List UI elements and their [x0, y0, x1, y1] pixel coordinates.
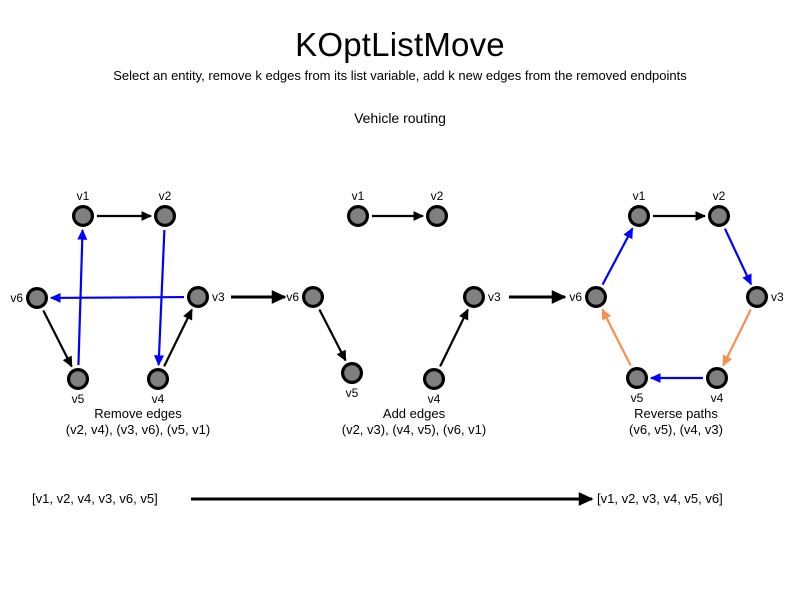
node-label-remove-v3: v3 [212, 290, 225, 304]
edge-add-v4-v3 [439, 308, 469, 367]
node-add-v6[interactable] [302, 286, 325, 309]
edge-remove-v3-v6 [49, 292, 185, 303]
node-add-v3[interactable] [463, 286, 486, 309]
node-reverse-v2[interactable] [707, 205, 730, 228]
node-add-v1[interactable] [347, 205, 370, 228]
node-reverse-v1[interactable] [627, 205, 650, 228]
panel-caption-add: Add edges (v2, v3), (v4, v5), (v6, v1) [276, 406, 552, 438]
edge-remove-v5-v1 [77, 228, 88, 366]
panel-caption-remove: Remove edges (v2, v4), (v3, v6), (v5, v1… [0, 406, 276, 438]
node-add-v4[interactable] [423, 368, 446, 391]
node-label-add-v3: v3 [488, 290, 501, 304]
list-before-label: [v1, v2, v4, v3, v6, v5] [32, 491, 158, 506]
node-reverse-v3[interactable] [745, 286, 768, 309]
node-reverse-v6[interactable] [584, 286, 607, 309]
edge-reverse-v2-v3 [723, 228, 753, 286]
panel-caption-reverse-line2: (v6, v5), (v4, v3) [629, 422, 723, 437]
node-remove-v2[interactable] [154, 205, 177, 228]
page-subtitle: Select an entity, remove k edges from it… [113, 68, 687, 83]
node-reverse-v5[interactable] [625, 367, 648, 390]
edge-reverse-v5-v6 [601, 308, 632, 367]
list-after-label: [v1, v2, v3, v4, v5, v6] [597, 491, 723, 506]
panel-reverse-nodes: v1 v2 v3 v4 v5 v6 [569, 189, 784, 405]
panel-caption-add-line1: Add edges [382, 406, 446, 421]
edge-remove-v4-v3 [163, 308, 193, 367]
node-label-reverse-v4: v4 [711, 391, 724, 405]
node-label-add-v1: v1 [352, 189, 365, 203]
node-label-remove-v1: v1 [77, 189, 90, 203]
node-remove-v3[interactable] [187, 286, 210, 309]
node-label-remove-v4: v4 [152, 392, 165, 406]
node-add-v2[interactable] [426, 205, 449, 228]
context-label: Vehicle routing [354, 110, 446, 126]
node-label-reverse-v1: v1 [633, 189, 646, 203]
node-remove-v1[interactable] [71, 205, 94, 228]
node-remove-v6[interactable] [26, 287, 48, 310]
edge-remove-v6-v5 [42, 309, 73, 368]
node-label-reverse-v2: v2 [713, 189, 726, 203]
node-label-add-v5: v5 [346, 386, 359, 400]
page-title: KOptListMove [295, 26, 505, 63]
panel-caption-reverse-line1: Reverse paths [634, 406, 718, 421]
node-add-v5[interactable] [341, 362, 364, 385]
node-reverse-v4[interactable] [705, 367, 728, 390]
panel-remove-nodes: v1 v2 v3 v4 v5 v6 [10, 189, 225, 406]
edge-add-v6-v5 [318, 308, 347, 362]
panel-caption-add-line2: (v2, v3), (v4, v5), (v6, v1) [341, 422, 487, 437]
panel-caption-remove-line2: (v2, v4), (v3, v6), (v5, v1) [65, 422, 211, 437]
panel-caption-reverse: Reverse paths (v6, v5), (v4, v3) [552, 406, 800, 438]
edge-reverse-v6-v1 [601, 227, 634, 286]
panel-reverse-edges [601, 210, 753, 384]
panel-remove-edges [42, 210, 193, 368]
panel-add-nodes: v1 v2 v3 v4 v5 v6 [286, 189, 501, 406]
node-remove-v4[interactable] [147, 368, 170, 391]
panel-add-edges [318, 210, 469, 367]
node-label-add-v2: v2 [431, 189, 444, 203]
node-remove-v5[interactable] [66, 368, 89, 391]
node-label-reverse-v3: v3 [771, 290, 784, 304]
panel-caption-remove-line1: Remove edges [94, 406, 182, 421]
node-label-remove-v6: v6 [10, 291, 23, 305]
node-label-remove-v5: v5 [72, 392, 85, 406]
node-label-add-v6: v6 [286, 290, 299, 304]
edge-reverse-v3-v4 [722, 309, 752, 367]
node-label-reverse-v5: v5 [631, 391, 644, 405]
node-label-reverse-v6: v6 [569, 290, 582, 304]
node-label-remove-v2: v2 [159, 189, 172, 203]
node-label-add-v4: v4 [428, 392, 441, 406]
